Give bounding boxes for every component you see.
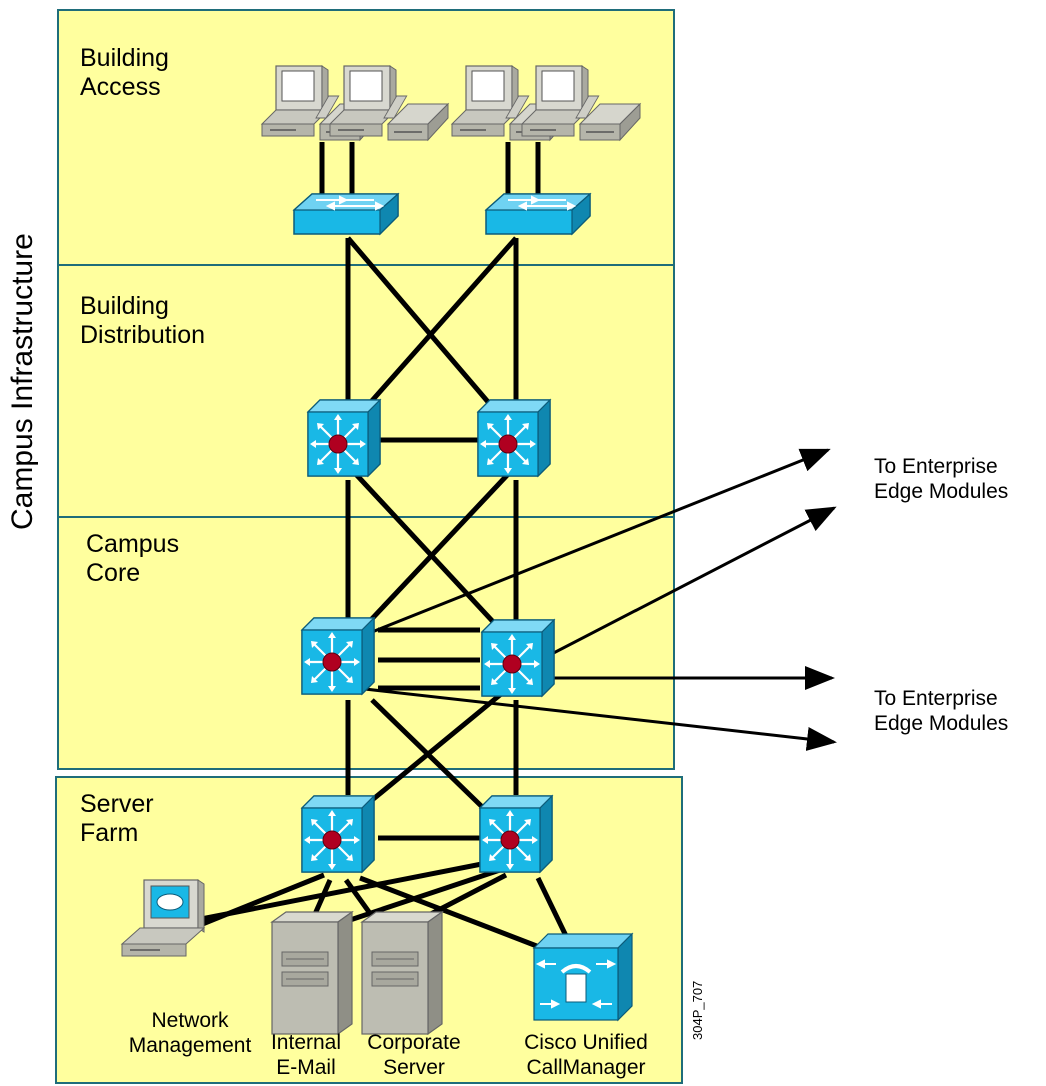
edge-label-upper: To Enterprise Edge Modules xyxy=(874,455,1009,503)
callmanager-icon xyxy=(532,932,634,1022)
distribution-switch-icon xyxy=(306,398,382,478)
core-switch-icon xyxy=(480,618,556,698)
region-label-server-farm: Server Farm xyxy=(80,790,154,847)
label-network-management: Network Management xyxy=(128,1009,252,1057)
links xyxy=(195,142,571,958)
access-switch-icon xyxy=(485,193,591,235)
region-label-building-distribution: Building Distribution xyxy=(80,292,206,349)
access-switch-icon xyxy=(293,193,399,235)
server-tower-icon xyxy=(271,911,353,1035)
label-callmanager: Cisco Unified CallManager xyxy=(524,1031,648,1079)
network-management-pc-icon xyxy=(120,879,206,957)
core-switch-icon xyxy=(300,616,376,696)
server-farm-switch-icon xyxy=(478,794,554,874)
server-tower-icon xyxy=(361,911,443,1035)
region-label-building-access: Building Access xyxy=(80,44,169,101)
server-farm-switch-icon xyxy=(300,794,376,874)
label-internal-email: Internal E-Mail xyxy=(270,1031,342,1079)
region-label-campus-core: Campus Core xyxy=(86,530,180,587)
label-corporate-server: Corporate Server xyxy=(367,1031,461,1079)
edge-arrows xyxy=(351,448,837,751)
distribution-switch-icon xyxy=(476,398,552,478)
edge-label-lower: To Enterprise Edge Modules xyxy=(874,687,1009,735)
